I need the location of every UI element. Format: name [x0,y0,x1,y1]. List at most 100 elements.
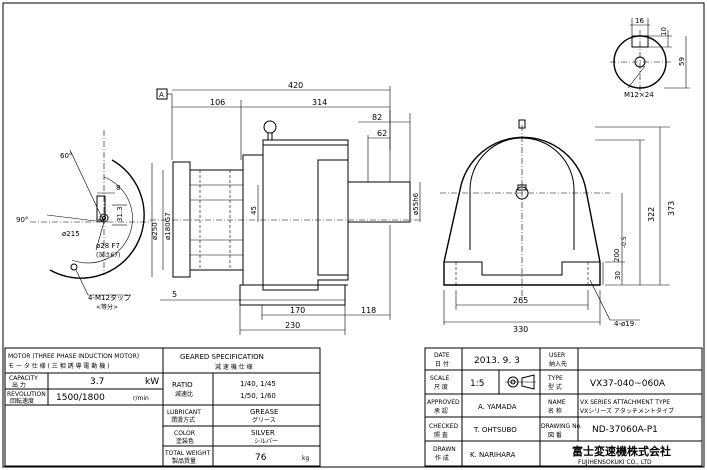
ratio-label: RATIO [172,381,193,389]
title-block [424,347,703,467]
dim-62-label: 62 [377,129,387,138]
capacity-label-jp: 出 力 [12,381,26,389]
motor-header-1: MOTOR (THREE PHASE INDUCTION MOTOR) [8,353,139,360]
dim-45-label: 45 [250,206,258,215]
weight-unit: kg [302,455,309,462]
drawn-label: DRAWN [433,446,456,453]
type-value: VX37-040~060A [590,379,666,389]
revolution-label: REVOLUTION [7,391,46,398]
bore-28f7-label: ø28 F7 [96,242,120,250]
lubricant-value: GREASE [250,408,278,416]
dim-200-label: 200 [613,249,621,262]
revolution-unit: r/min [133,395,149,402]
name-label: NAME [548,399,566,406]
capacity-unit: kW [145,377,159,387]
lubricant-value-jp: グリース [252,416,276,424]
dim-373-label: 373 [667,201,676,216]
color-value-jp: シルバー [254,438,278,445]
name-value: VX SERIES ATTACHMENT TYPE [580,399,670,406]
type-label-jp: 型 式 [548,383,562,391]
name-value-jp: VXシリーズ アタッチメントタイプ [580,407,674,415]
drawing-no-label-jp: 図 番 [548,432,562,439]
capacity-value: 3.7 [90,377,104,387]
approved-label-jp: 承 認 [434,407,448,415]
color-label: COLOR [174,430,195,437]
m12x24-label: M12×24 [624,91,654,99]
dim-8-label: 8 [116,184,120,192]
side-view [150,86,421,335]
tap-4-m12-label: 4-M12タップ [88,293,131,302]
date-value: 2013. 9. 3 [474,356,520,366]
dim-10-label: 10 [660,27,668,36]
checked-label-jp: 照 査 [434,431,448,439]
user-label-jp: 納入先 [549,360,567,368]
holes-4-19-label: 4-ø19 [614,320,634,328]
color-value: SILVER [251,429,275,437]
dim-215-label: ø215 [62,230,80,238]
weight-value: 76 [255,453,267,463]
dim-106-label: 106 [210,98,225,107]
datum-a-label: A [159,91,164,99]
bore-note-label: (深さ67) [96,251,120,259]
drawn-value: K. NARIHARA [470,451,516,459]
dim-330-label: 330 [513,325,528,334]
weight-label-jp: 製品質量 [172,457,196,465]
ratio-label-jp: 減速比 [175,390,193,398]
revolution-value: 1500/1800 [56,393,105,403]
dim-55h6-label: ø55h6 [412,192,420,215]
dim-180g7-label: ø180G7 [164,212,172,240]
checked-value: T. OHTSUBO [473,426,517,434]
scale-label: SCALE [430,375,449,382]
approved-value: A. YAMADA [478,403,517,411]
lubricant-label: LUBRICANT [167,409,201,416]
type-label: TYPE [547,375,563,382]
lubricant-label-jp: 潤滑方式 [171,416,195,424]
dim-250-label: ø250 [151,222,159,240]
approved-label: APPROVED [427,399,460,406]
dim-265-label: 265 [513,296,528,305]
dim-118-label: 118 [361,306,376,315]
color-label-jp: 塗装色 [176,437,194,445]
dim-59-label: 59 [678,57,686,66]
dim-314-label: 314 [312,98,327,107]
angle-90-label: 90° [16,216,28,224]
drawn-label-jp: 作 成 [435,454,449,462]
user-label: USER [549,352,565,359]
tol-200-label: -0.5 [621,236,628,248]
weight-label: TOTAL WEIGHT [164,450,211,457]
company-name-en: FUJIHENSOKUKI CO., LTD [578,459,652,466]
tap-equal-label: <等分> [96,303,118,311]
geared-header-1: GEARED SPECIFICATION [180,353,264,361]
dim-170-label: 170 [290,306,305,315]
flange-view [30,130,150,296]
dim-30-label: 30 [614,271,622,280]
checked-label: CHECKED [429,423,458,430]
dim-322-label: 322 [647,207,656,222]
geared-spec-table [162,347,321,467]
drawing-no-value: ND-37060A-P1 [592,425,658,435]
front-view [440,119,670,325]
dim-82-label: 82 [372,113,382,122]
shaft-key-view [610,18,690,94]
dim-420-label: 420 [288,81,303,90]
date-label: DATE [434,352,450,359]
capacity-label: CAPACITY [9,375,38,382]
date-label-jp: 日 付 [435,360,449,368]
company-name-jp: 富士変速機株式会社 [572,444,671,458]
dim-230-label: 230 [285,321,300,330]
dim-31-3-label: 31.3 [116,206,124,222]
angle-60-label: 60° [60,152,72,160]
ratio-values-2: 1/50, 1/60 [240,392,276,400]
drawing-no-label: DRAWING No. [541,423,582,430]
motor-header-2: モ ー タ 仕 様 ( 三 相 誘 導 電 動 機 ) [8,362,109,370]
revolution-label-jp: 回転速度 [10,397,34,405]
dim-5-label: 5 [172,290,177,299]
geared-header-2: 減 速 機 仕 様 [215,363,253,371]
scale-value: 1:5 [470,379,484,389]
dim-16-label: 16 [635,17,644,25]
name-label-jp: 名 称 [548,407,562,415]
scale-label-jp: 尺 度 [434,383,448,391]
projection-symbol-icon [505,374,536,390]
